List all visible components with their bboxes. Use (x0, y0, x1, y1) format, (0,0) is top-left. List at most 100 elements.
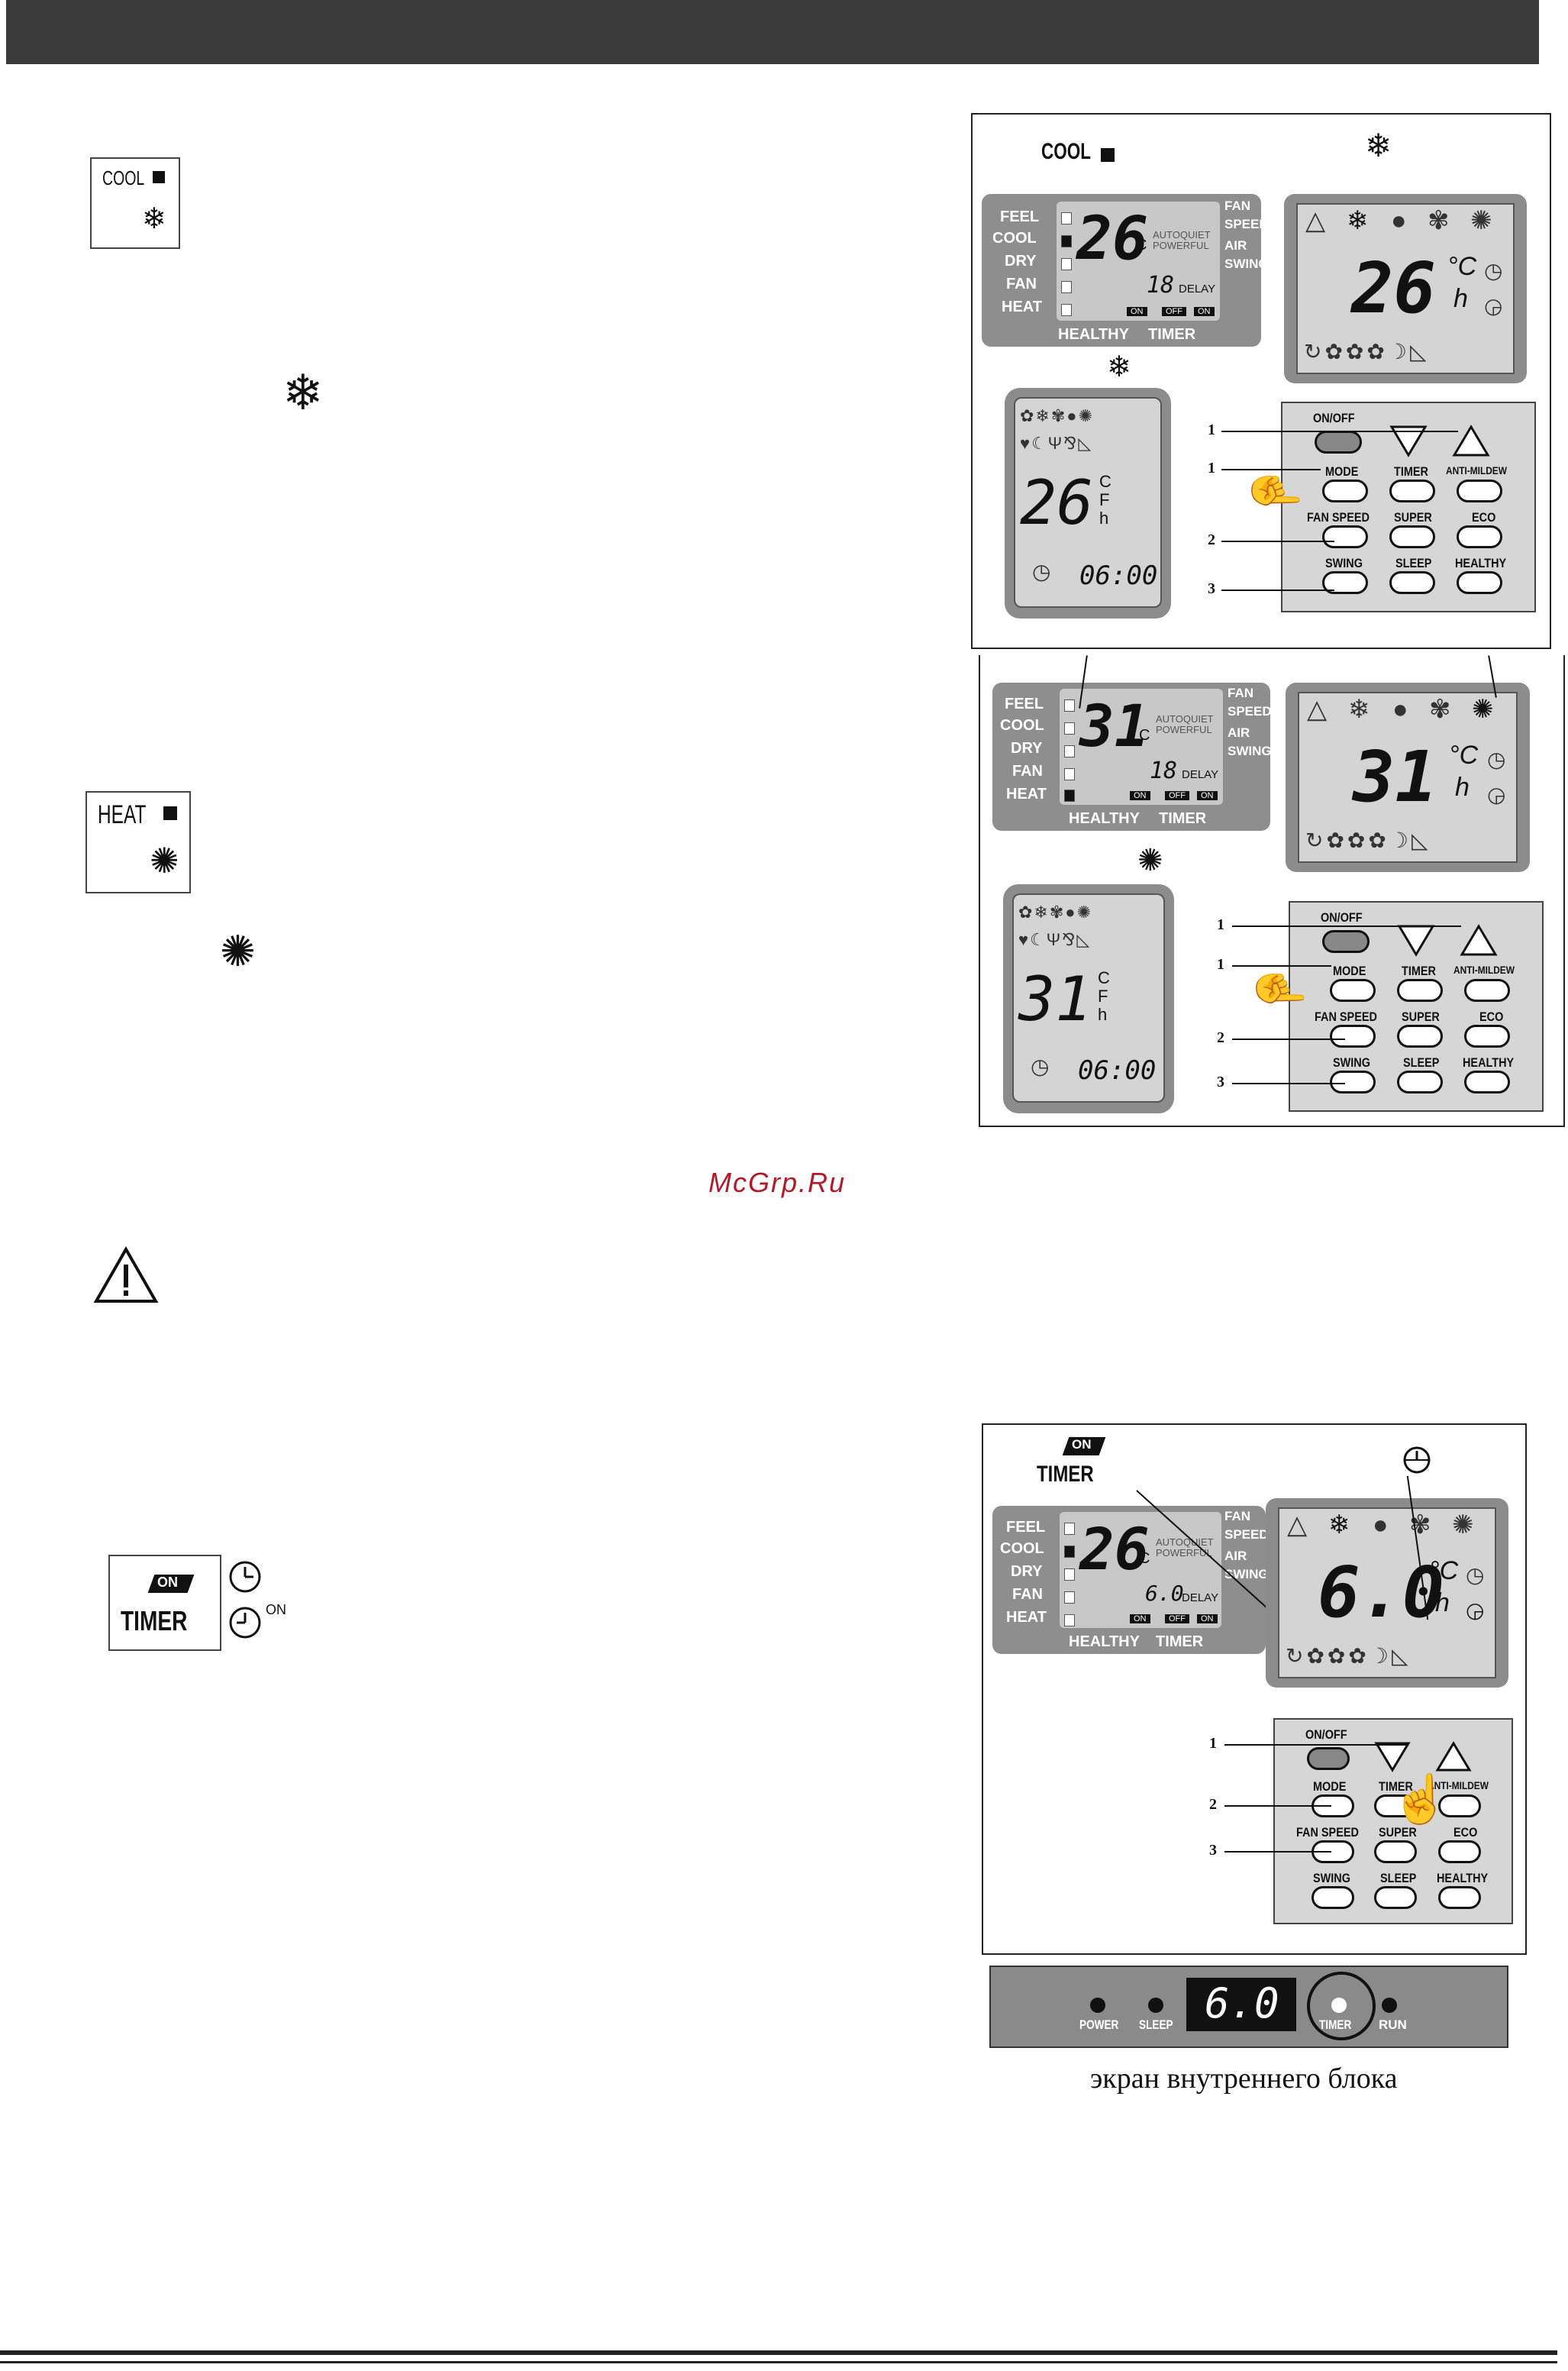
feel-label: FEEL (1006, 1519, 1046, 1536)
fanspeed-button[interactable] (1322, 525, 1368, 548)
timer-on-text: ON (157, 1575, 178, 1590)
power-led (1090, 1998, 1105, 2013)
mode-segment (1064, 745, 1075, 757)
footer-rule (0, 2350, 1557, 2355)
fan-speed-label: FAN (1224, 199, 1250, 213)
on-tag: ON (1197, 791, 1218, 800)
antimildew-button[interactable] (1438, 1794, 1481, 1817)
antimildew-button[interactable] (1464, 979, 1510, 1002)
healthy-button[interactable] (1457, 571, 1502, 594)
handheld-f-label: F (1099, 490, 1110, 509)
wall-display-screen: △ ❄ ● ✾ ✺ 31 °C h ◷ ◶ ↻✿✿✿☽◺ (1298, 692, 1518, 863)
triangle-up-icon[interactable] (1452, 425, 1490, 458)
triangle-down-icon[interactable] (1374, 1741, 1411, 1773)
remote-lcd: FEEL COOL DRY FAN HEAT 26 C AUTOQUIET PO… (992, 1506, 1269, 1654)
heat-label: HEAT (1006, 1609, 1047, 1626)
sleep-button[interactable] (1374, 1886, 1417, 1909)
pointer-number: 1 (1217, 916, 1224, 933)
panel-degree-label: °C (1429, 1556, 1459, 1585)
sleep-button[interactable] (1389, 571, 1435, 594)
healthy-label: HEALTHY (1455, 556, 1507, 570)
timer-label: TIMER (1394, 464, 1428, 479)
drop-icon: ● (1392, 695, 1408, 724)
triangle-down-icon[interactable] (1397, 924, 1435, 958)
timer-on-small-label: ON (266, 1602, 286, 1617)
timer-button[interactable] (1374, 1794, 1417, 1817)
heat-legend-label: HEAT (98, 800, 147, 829)
sleep-label: SLEEP (1395, 556, 1432, 570)
swing-button[interactable] (1330, 1071, 1376, 1093)
onoff-button[interactable] (1322, 930, 1370, 953)
timer-on-text: ON (1072, 1437, 1092, 1452)
on-tag: ON (1194, 307, 1215, 316)
timer-label: TIMER (1402, 964, 1436, 978)
triangle-up-icon[interactable] (1460, 924, 1498, 958)
off-tag: OFF (1162, 307, 1186, 316)
eco-label: ECO (1472, 510, 1496, 525)
cool-label: COOL (992, 230, 1037, 247)
eco-label: ECO (1453, 1825, 1478, 1840)
super-label: SUPER (1394, 510, 1432, 525)
onoff-button[interactable] (1315, 431, 1362, 454)
healthy-label: HEALTHY (1437, 1871, 1489, 1885)
triangle-up-icon[interactable] (1435, 1741, 1472, 1773)
fanspeed-button[interactable] (1312, 1840, 1354, 1863)
antimildew-button[interactable] (1457, 480, 1502, 502)
triangle-down-icon[interactable] (1389, 425, 1428, 458)
cool-indicator-square (153, 171, 165, 183)
fan-speed-label: SPEED (1224, 217, 1269, 231)
diagram-timer-frame: ON TIMER FEEL COOL DRY FAN HEAT 26 C AUT… (982, 1423, 1527, 1955)
panel-timer-value: 6.0 (1318, 1552, 1445, 1633)
mode-segment (1064, 768, 1075, 780)
mode-segment (1061, 212, 1072, 225)
super-button[interactable] (1374, 1840, 1417, 1863)
mode-label: MODE (1325, 464, 1359, 479)
mode-button[interactable] (1330, 979, 1376, 1002)
mode-segment (1064, 699, 1075, 712)
sun-icon: ✺ (220, 927, 256, 975)
eco-button[interactable] (1438, 1840, 1481, 1863)
wall-display: △ ❄ ● ✾ ✺ 31 °C h ◷ ◶ ↻✿✿✿☽◺ (1286, 683, 1530, 872)
onoff-label: ON/OFF (1313, 411, 1355, 425)
super-button[interactable] (1389, 525, 1435, 548)
eco-button[interactable] (1457, 525, 1502, 548)
handheld-c-label: C (1099, 472, 1111, 491)
pointer-line (1221, 469, 1321, 470)
on-tag: ON (1130, 791, 1150, 800)
diagram-heat-frame: FEEL COOL DRY FAN HEAT 31 C AUTOQUIET PO… (979, 655, 1565, 1127)
warning-icon (93, 1246, 159, 1303)
pointer-line (1232, 925, 1461, 927)
feel-label: FEEL (1005, 696, 1044, 712)
timer-button[interactable] (1389, 480, 1435, 502)
sun-icon: ✺ (1137, 844, 1163, 877)
handheld-temperature: 26 (1020, 467, 1094, 538)
remote-lcd: FEEL COOL DRY FAN HEAT 31 C AUTOQUIET PO… (992, 683, 1272, 831)
healthy-button[interactable] (1464, 1071, 1510, 1093)
mode-segment (1064, 722, 1075, 735)
timer-label: TIMER (1379, 1779, 1413, 1794)
on-tag: ON (1130, 1614, 1150, 1623)
timer-legend-label: TIMER (121, 1605, 188, 1636)
heat-label: HEAT (1002, 299, 1042, 315)
timer-led-ring (1307, 1972, 1376, 2040)
timer-label: TIMER (1159, 810, 1207, 827)
run-led (1382, 1998, 1397, 2013)
onoff-button[interactable] (1307, 1747, 1350, 1770)
feel-label: FEEL (1000, 208, 1040, 225)
timer-button[interactable] (1397, 979, 1443, 1002)
antimildew-label: ANTI-MILDEW (1446, 464, 1507, 476)
eco-button[interactable] (1464, 1025, 1510, 1048)
healthy-button[interactable] (1438, 1886, 1481, 1909)
fanspeed-button[interactable] (1330, 1025, 1376, 1048)
delay-display: 18 (1147, 272, 1175, 299)
mode-button[interactable] (1322, 480, 1368, 502)
timer-label: TIMER (1156, 1633, 1204, 1650)
clock-icon: ◷ (1487, 748, 1506, 771)
super-button[interactable] (1397, 1025, 1443, 1048)
sleep-button[interactable] (1397, 1071, 1443, 1093)
mode-icons-row: ↻✿✿✿☽◺ (1304, 340, 1430, 363)
timer-caption: TIMER (1037, 1462, 1094, 1487)
wall-display-screen: △ ❄ ● ✾ ✺ 6.0 °C h ◷ ◶ ↻✿✿✿☽◺ (1278, 1507, 1496, 1678)
swing-button[interactable] (1312, 1886, 1354, 1909)
pointer-number: 2 (1217, 1029, 1224, 1046)
